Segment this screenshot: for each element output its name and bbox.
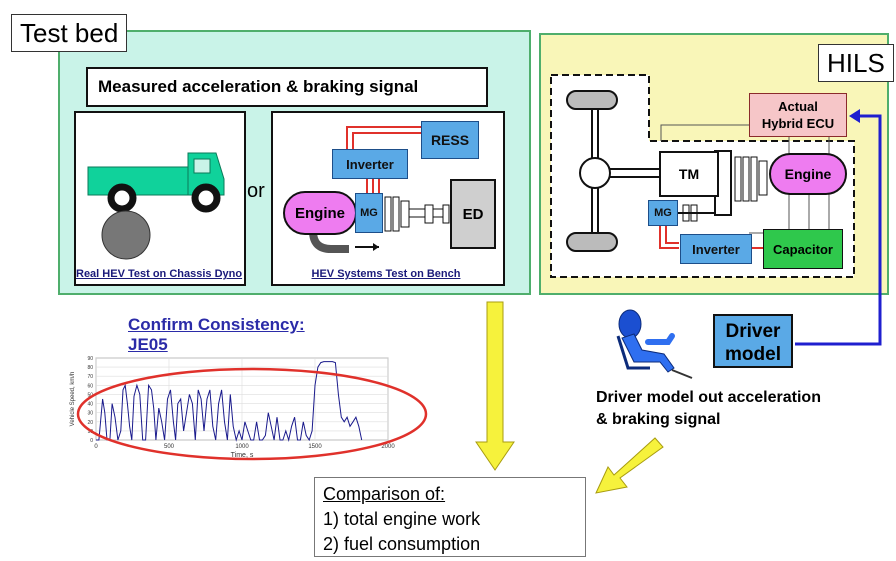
hils-label: HILS: [818, 44, 894, 82]
driver-signal-line1: Driver model out acceleration: [596, 389, 821, 406]
ress-block: RESS: [421, 121, 479, 159]
chart-y-tick-label: 70: [87, 374, 93, 380]
bench-panel: RESS Inverter Engine MG ED HEV Systems T…: [271, 111, 505, 286]
driver-model-line1: Driver: [725, 321, 781, 342]
chart-y-tick-label: 90: [87, 356, 93, 362]
hybrid-ecu-line2: Hybrid ECU: [761, 116, 835, 131]
chart-y-tick-label: 0: [90, 438, 93, 444]
chart-x-tick-label: 1500: [308, 444, 322, 450]
chart-y-tick-label: 80: [87, 365, 93, 371]
chart-highlight-ellipse: [76, 367, 428, 461]
chart-x-tick-label: 0: [94, 444, 98, 450]
chart-y-tick-label: 40: [87, 402, 93, 408]
driver-signal-line2: & braking signal: [596, 411, 721, 428]
chassis-dyno-caption: Real HEV Test on Chassis Dyno: [76, 268, 243, 280]
hybrid-ecu-block: Actual Hybrid ECU: [749, 93, 847, 137]
chart-x-tick-label: 500: [164, 444, 175, 450]
comparison-item-1: 1) total engine work: [323, 509, 481, 529]
chart-y-tick-label: 50: [87, 392, 93, 398]
mg-block: MG: [355, 193, 383, 233]
comparison-box: Comparison of: 1) total engine work 2) f…: [314, 477, 586, 557]
capacitor-block: Capacitor: [763, 229, 843, 269]
chart-x-axis-label: Time, s: [231, 452, 254, 459]
driver-model-line2: model: [725, 344, 781, 365]
bench-wiring-lines: [309, 126, 450, 253]
consistency-line2: JE05: [128, 335, 168, 354]
or-text: or: [247, 180, 265, 202]
hybrid-ecu-line1: Actual: [778, 99, 818, 114]
chart-y-tick-label: 20: [87, 420, 93, 426]
hils-mg-block: MG: [648, 200, 678, 226]
bench-caption: HEV Systems Test on Bench: [311, 268, 461, 280]
hils-inverter-block: Inverter: [680, 234, 752, 264]
driver-signal-text: Driver model out acceleration & braking …: [596, 387, 821, 431]
chart-x-tick-label: 2000: [381, 444, 395, 450]
driver-figure-icon: [616, 309, 693, 379]
measured-signal-title: Measured acceleration & braking signal: [86, 67, 488, 107]
hils-engine-block: Engine: [769, 153, 847, 195]
comparison-title: Comparison of:: [323, 484, 446, 504]
engine-block: Engine: [283, 191, 357, 235]
chart-y-tick-label: 30: [87, 411, 93, 417]
chart-y-tick-label: 60: [87, 383, 93, 389]
chart-series-line: [96, 361, 363, 442]
test-bed-label: Test bed: [11, 14, 128, 52]
confirm-consistency-title: Confirm Consistency: JE05: [128, 315, 305, 355]
chart-y-axis-label: Vehicle Speed, km/h: [70, 372, 76, 427]
tm-block: TM: [659, 151, 719, 197]
chassis-dyno-panel: Real HEV Test on Chassis Dyno: [74, 111, 246, 286]
ed-block: ED: [450, 179, 496, 249]
inverter-block: Inverter: [332, 149, 408, 179]
truck-on-dyno-illustration: [87, 152, 225, 260]
comparison-item-2: 2) fuel consumption: [323, 534, 481, 554]
driver-model-block: Driver model: [713, 314, 793, 368]
chart-x-tick-label: 1000: [235, 444, 249, 450]
consistency-line1: Confirm Consistency:: [128, 315, 305, 334]
